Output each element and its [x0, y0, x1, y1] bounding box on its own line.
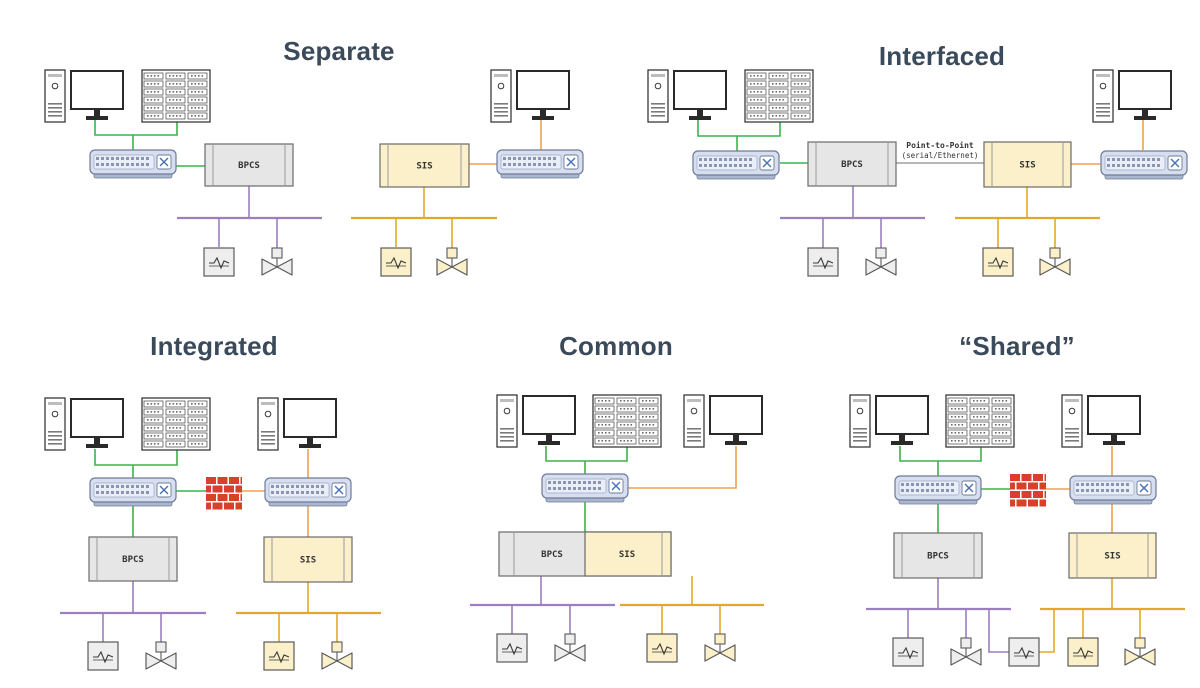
bpcs-server-icon [141, 69, 211, 123]
bpcs-controller: BPCS [88, 536, 178, 582]
sis-controller: SIS [1068, 532, 1157, 579]
bpcs-valve-icon [145, 641, 177, 670]
bpcs-workstation-icon [496, 394, 576, 448]
sis-valve-icon [1124, 637, 1156, 666]
bpcs-server-icon [945, 394, 1015, 448]
sis-controller-label: SIS [300, 556, 316, 566]
bpcs-workstation-icon [44, 69, 124, 123]
bpcs-valve-icon [950, 637, 982, 666]
sis-workstation-icon [683, 394, 763, 448]
bpcs-controller-label: BPCS [238, 161, 260, 171]
bpcs-valve-icon [865, 247, 897, 276]
sis-valve-icon [1039, 247, 1071, 276]
serial-ethernet-label: (serial/Ethernet) [902, 151, 979, 160]
bpcs-controller-label: BPCS [927, 552, 949, 562]
link-ews-server [545, 446, 628, 462]
sis-controller-label: SIS [1104, 552, 1120, 562]
sis-switch-icon [496, 149, 584, 179]
common-switch-icon [541, 473, 629, 503]
link-switch-sis-ews [628, 446, 737, 489]
bpcs-transmitter-icon [496, 633, 528, 663]
sis-transmitter-icon [982, 247, 1014, 277]
bpcs-server-icon [744, 69, 814, 123]
sis-transmitter-icon [1067, 637, 1099, 667]
link-ews-server [697, 120, 781, 137]
diagram-nodes: BPCS SIS Point-to-Point(serial/Ethernet) BP… [44, 69, 1188, 671]
bpcs-transmitter-icon [87, 641, 119, 671]
sis-switch-icon [1100, 150, 1188, 180]
title-separate: Separate [283, 36, 395, 66]
connection-lines [60, 120, 1185, 653]
sis-valve-icon [321, 641, 353, 670]
shared-device-sis-link [1039, 609, 1055, 653]
bpcs-switch-icon [89, 149, 177, 179]
point-to-point-caption: Point-to-Point [906, 140, 974, 150]
bpcs-transmitter-icon [892, 637, 924, 667]
bpcs-controller-label: BPCS [122, 555, 144, 565]
sis-valve-icon [436, 247, 468, 276]
bpcs-workstation-icon [44, 397, 124, 451]
sis-workstation-icon [1061, 394, 1141, 448]
title-shared: “Shared” [959, 331, 1075, 361]
bpcs-server-icon [592, 394, 662, 448]
shared-device-bpcs-link [988, 609, 1009, 653]
sis-controller: SIS [379, 143, 470, 188]
bpcs-valve-icon [261, 247, 293, 276]
bpcs-controller: BPCS [893, 532, 983, 579]
link-ews-server [94, 449, 178, 466]
sis-controller-label: SIS [1019, 161, 1035, 171]
bpcs-controller-label: BPCS [841, 160, 863, 170]
sis-workstation-icon [490, 69, 570, 123]
title-common: Common [559, 331, 673, 361]
sis-workstation-icon [1092, 69, 1172, 123]
link-ews-server [94, 120, 178, 136]
title-integrated: Integrated [150, 331, 278, 361]
link-ews-server [899, 446, 982, 462]
firewall-icon [1010, 474, 1046, 507]
sis-valve-icon [704, 633, 736, 662]
bpcs-switch-icon [89, 477, 177, 507]
bpcs-transmitter-icon [203, 247, 235, 277]
bpcs-controller: BPCS [807, 141, 897, 187]
sis-controller: SIS [983, 141, 1072, 188]
sis-controller-label: SIS [619, 550, 635, 560]
sis-workstation-icon [257, 397, 337, 451]
bpcs-server-icon [141, 397, 211, 451]
bpcs-switch-icon [894, 475, 982, 505]
sis-transmitter-icon [263, 641, 295, 671]
sis-controller-label: SIS [416, 162, 432, 172]
point-to-point-sub-caption: (serial/Ethernet) [902, 151, 979, 160]
title-interfaced: Interfaced [878, 41, 1006, 71]
common-controller: BPCS SIS [498, 531, 672, 577]
bpcs-controller: BPCS [204, 143, 294, 187]
shared-transmitter-icon [1008, 637, 1040, 667]
sis-switch-icon [1069, 475, 1157, 505]
sis-transmitter-icon [380, 247, 412, 277]
sis-switch-icon [264, 477, 352, 507]
point-to-point-label: Point-to-Point [906, 140, 974, 150]
bpcs-workstation-icon [647, 69, 727, 123]
bpcs-workstation-icon [849, 394, 929, 448]
bpcs-transmitter-icon [807, 247, 839, 277]
bpcs-valve-icon [554, 633, 586, 662]
sis-transmitter-icon [646, 633, 678, 663]
bpcs-controller-label: BPCS [541, 550, 563, 560]
firewall-icon [206, 477, 242, 510]
sis-controller: SIS [263, 536, 353, 583]
bpcs-switch-icon [692, 150, 780, 180]
